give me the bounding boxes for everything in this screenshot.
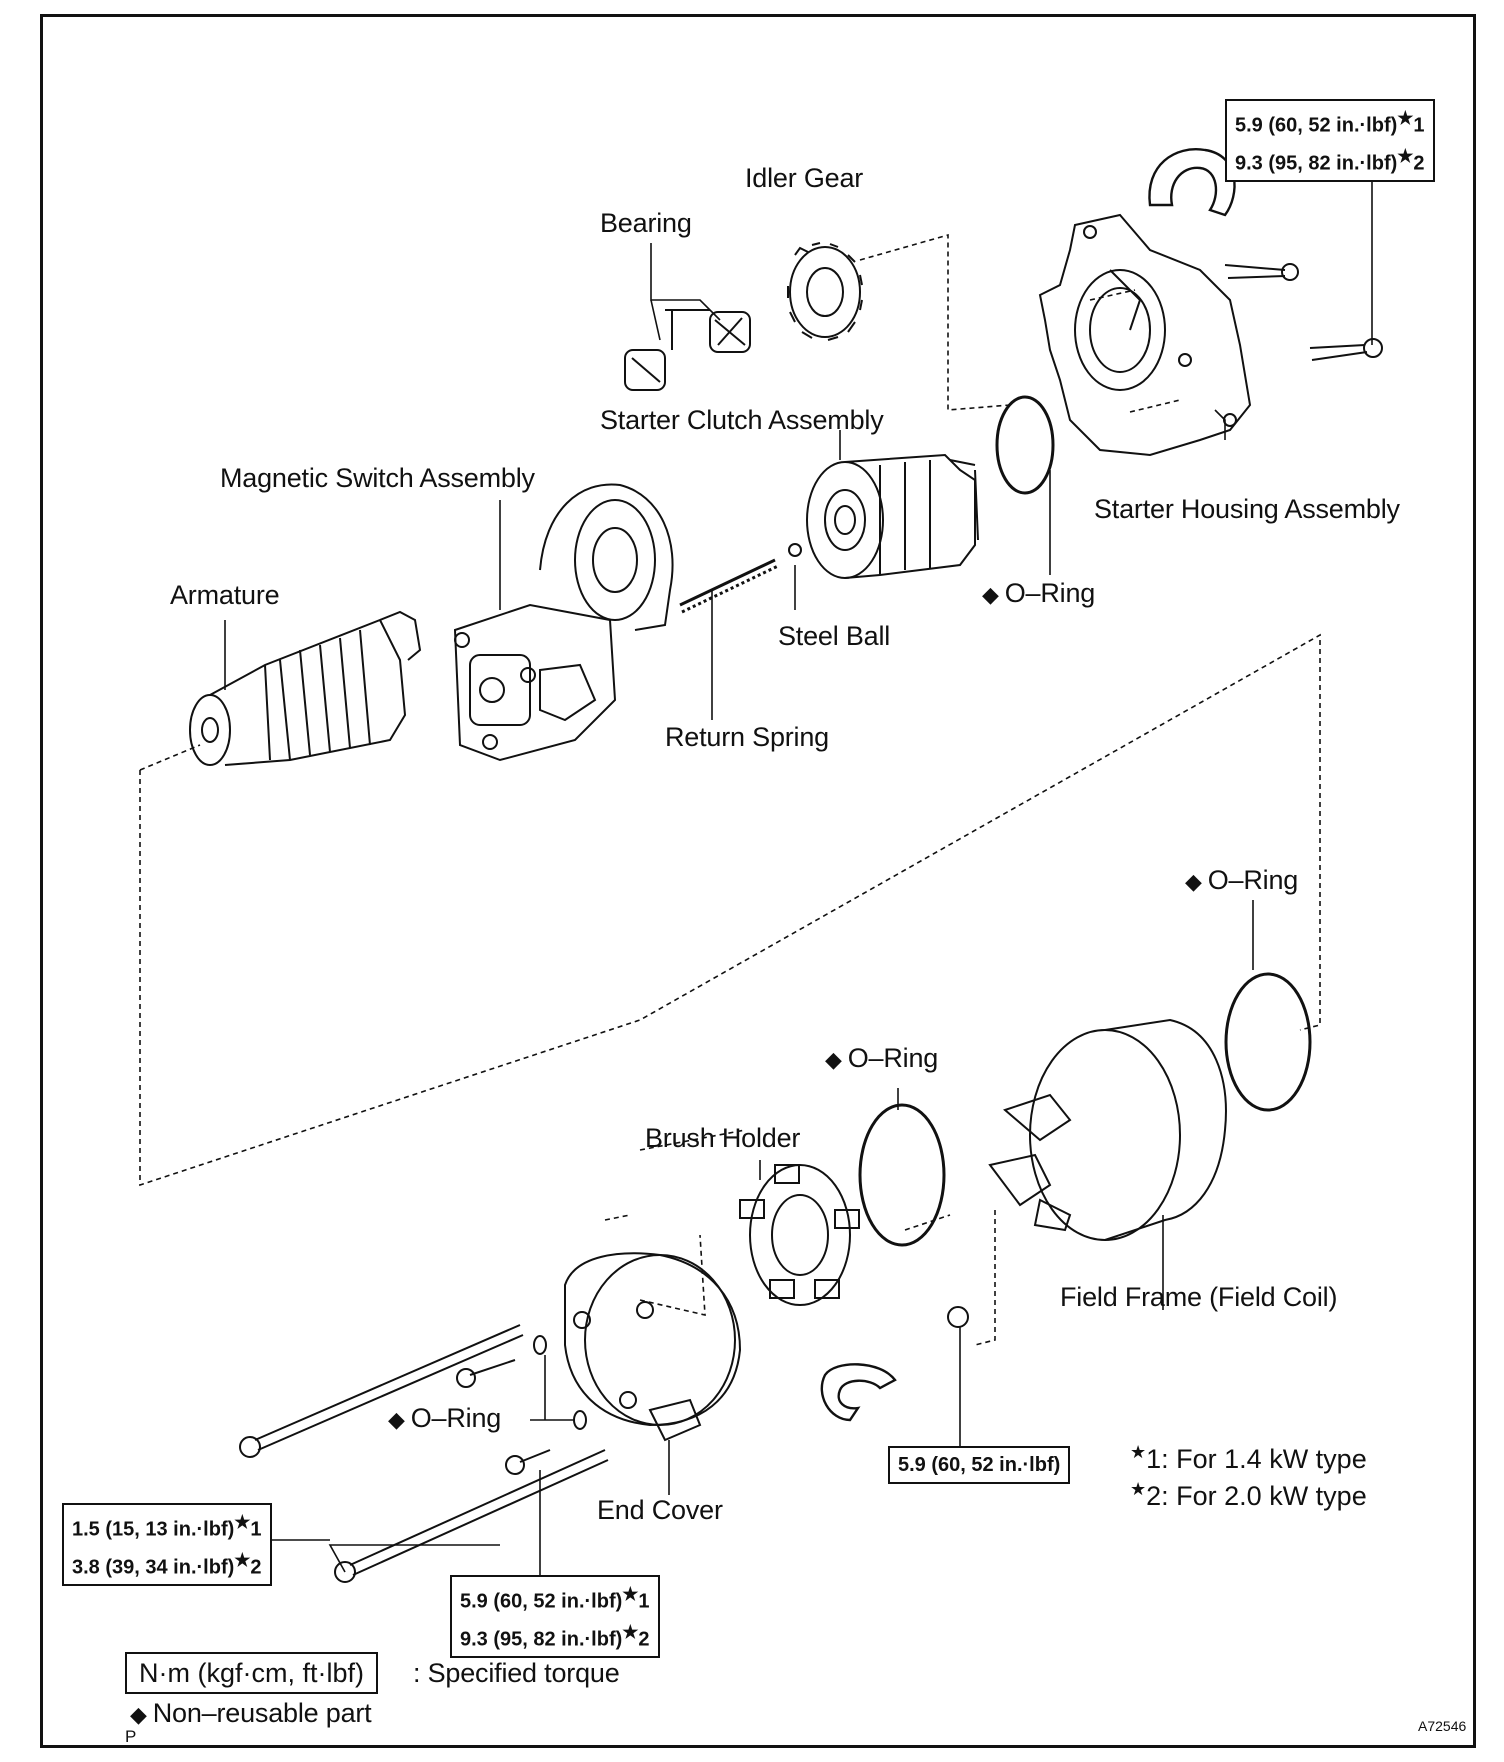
label-bearing: Bearing bbox=[600, 208, 692, 238]
torque-value: 5.9 (60, 52 in.·lbf) bbox=[1235, 114, 1398, 137]
leader-lines bbox=[224, 163, 1373, 1585]
star-icon: ★ bbox=[1397, 108, 1414, 128]
label-o-ring-upper: ◆O–Ring bbox=[982, 578, 1095, 609]
o-ring-middle-text: O–Ring bbox=[847, 1043, 939, 1073]
star-icon: ★ bbox=[234, 1512, 251, 1532]
o-ring-right-text: O–Ring bbox=[1207, 865, 1299, 895]
diagram-frame bbox=[40, 14, 1476, 1748]
torque-mark: 1 bbox=[638, 1590, 650, 1613]
star-icon: ★ bbox=[622, 1584, 639, 1604]
star-icon: ★ bbox=[234, 1549, 251, 1570]
label-armature: Armature bbox=[170, 580, 280, 610]
torque-row: 9.3 (95, 82 in.·lbf)★2 bbox=[460, 1617, 650, 1655]
diamond-icon: ◆ bbox=[982, 582, 999, 607]
page-mark: P bbox=[125, 1727, 137, 1746]
torque-box-end-cover: 1.5 (15, 13 in.·lbf)★1 3.8 (39, 34 in.·l… bbox=[62, 1503, 272, 1587]
torque-mark: 2 bbox=[1413, 152, 1425, 175]
star-icon: ★ bbox=[1397, 145, 1414, 166]
torque-row: 1.5 (15, 13 in.·lbf)★1 bbox=[72, 1507, 262, 1545]
bearing-shape bbox=[624, 309, 751, 391]
idler-gear-shape bbox=[787, 242, 863, 341]
magnetic-switch-shape bbox=[453, 483, 674, 762]
diamond-icon: ◆ bbox=[130, 1702, 147, 1727]
torque-row: 5.9 (60, 52 in.·lbf) bbox=[898, 1450, 1060, 1480]
label-o-ring-lower: ◆O–Ring bbox=[388, 1403, 501, 1434]
steel-ball-shape bbox=[788, 543, 802, 557]
note-type-2-text: 2: For 2.0 kW type bbox=[1146, 1481, 1367, 1511]
note-type-1-text: 1: For 1.4 kW type bbox=[1146, 1444, 1367, 1474]
star-icon: ★ bbox=[622, 1621, 639, 1642]
star-icon: ★ bbox=[1130, 1442, 1147, 1462]
field-nut-shape bbox=[947, 1306, 969, 1328]
label-return-spring: Return Spring bbox=[665, 722, 829, 752]
label-o-ring-right: ◆O–Ring bbox=[1185, 865, 1298, 896]
torque-row: 9.3 (95, 82 in.·lbf)★2 bbox=[1235, 141, 1425, 179]
legend-unit-desc: : Specified torque bbox=[413, 1658, 620, 1688]
torque-value: 5.9 (60, 52 in.·lbf) bbox=[460, 1590, 623, 1613]
brush-holder-shape bbox=[739, 1164, 860, 1306]
label-steel-ball: Steel Ball bbox=[778, 621, 891, 651]
o-ring-small-1-shape bbox=[533, 1335, 547, 1355]
torque-mark: 2 bbox=[638, 1628, 650, 1651]
label-starter-housing: Starter Housing Assembly bbox=[1094, 494, 1400, 524]
diamond-icon: ◆ bbox=[388, 1407, 405, 1432]
field-frame-shape bbox=[988, 1018, 1227, 1241]
end-cover-shape bbox=[564, 1252, 742, 1442]
armature-shape bbox=[189, 610, 422, 766]
torque-value: 5.9 (60, 52 in.·lbf) bbox=[898, 1454, 1061, 1476]
label-idler-gear: Idler Gear bbox=[745, 163, 864, 193]
o-ring-upper-shape bbox=[995, 395, 1055, 495]
label-field-frame: Field Frame (Field Coil) bbox=[1060, 1282, 1338, 1312]
torque-value: 9.3 (95, 82 in.·lbf) bbox=[1235, 152, 1398, 175]
o-ring-middle-shape bbox=[858, 1103, 946, 1247]
torque-value: 9.3 (95, 82 in.·lbf) bbox=[460, 1628, 623, 1651]
torque-box-thru-bolt: 5.9 (60, 52 in.·lbf)★1 9.3 (95, 82 in.·l… bbox=[450, 1575, 660, 1659]
torque-box-field-nut: 5.9 (60, 52 in.·lbf) bbox=[888, 1446, 1071, 1484]
label-starter-clutch: Starter Clutch Assembly bbox=[600, 405, 884, 435]
legend-nonreusable: ◆Non–reusable part bbox=[130, 1698, 372, 1729]
brush-clip-shape bbox=[820, 1363, 897, 1422]
return-spring-shape bbox=[679, 558, 779, 614]
label-o-ring-middle: ◆O–Ring bbox=[825, 1043, 938, 1074]
starter-clutch-shape bbox=[806, 453, 979, 579]
label-end-cover: End Cover bbox=[597, 1495, 723, 1525]
torque-row: 3.8 (39, 34 in.·lbf)★2 bbox=[72, 1545, 262, 1583]
legend-unit-box: N·m (kgf·cm, ft·lbf) bbox=[125, 1652, 378, 1694]
note-type-2: ★2: For 2.0 kW type bbox=[1130, 1479, 1367, 1512]
o-ring-lower-text: O–Ring bbox=[410, 1403, 502, 1433]
o-ring-right-shape bbox=[1224, 972, 1312, 1112]
torque-row: 5.9 (60, 52 in.·lbf)★1 bbox=[1235, 103, 1425, 141]
star-icon: ★ bbox=[1130, 1479, 1147, 1499]
diamond-icon: ◆ bbox=[1185, 869, 1202, 894]
torque-row: 5.9 (60, 52 in.·lbf)★1 bbox=[460, 1579, 650, 1617]
torque-mark: 2 bbox=[250, 1556, 262, 1579]
o-ring-small-2-shape bbox=[573, 1410, 587, 1430]
label-brush-holder: Brush Holder bbox=[645, 1123, 801, 1153]
torque-mark: 1 bbox=[250, 1518, 262, 1541]
starter-housing-shape bbox=[1038, 213, 1252, 457]
label-magnetic-switch: Magnetic Switch Assembly bbox=[220, 463, 535, 493]
o-ring-upper-text: O–Ring bbox=[1004, 578, 1096, 608]
torque-value: 3.8 (39, 34 in.·lbf) bbox=[72, 1556, 235, 1579]
thru-bolts-shape bbox=[239, 1324, 609, 1583]
diamond-icon: ◆ bbox=[825, 1047, 842, 1072]
alignment-lines bbox=[139, 233, 1321, 1346]
torque-mark: 1 bbox=[1413, 114, 1425, 137]
note-type-1: ★1: For 1.4 kW type bbox=[1130, 1442, 1367, 1475]
torque-box-housing: 5.9 (60, 52 in.·lbf)★1 9.3 (95, 82 in.·l… bbox=[1225, 99, 1435, 183]
figure-id: A72546 bbox=[1418, 1718, 1467, 1734]
housing-bolts-shape bbox=[1224, 263, 1383, 361]
torque-value: 1.5 (15, 13 in.·lbf) bbox=[72, 1518, 235, 1541]
housing-clip-shape bbox=[1148, 148, 1236, 217]
legend-nonreusable-text: Non–reusable part bbox=[152, 1698, 372, 1728]
